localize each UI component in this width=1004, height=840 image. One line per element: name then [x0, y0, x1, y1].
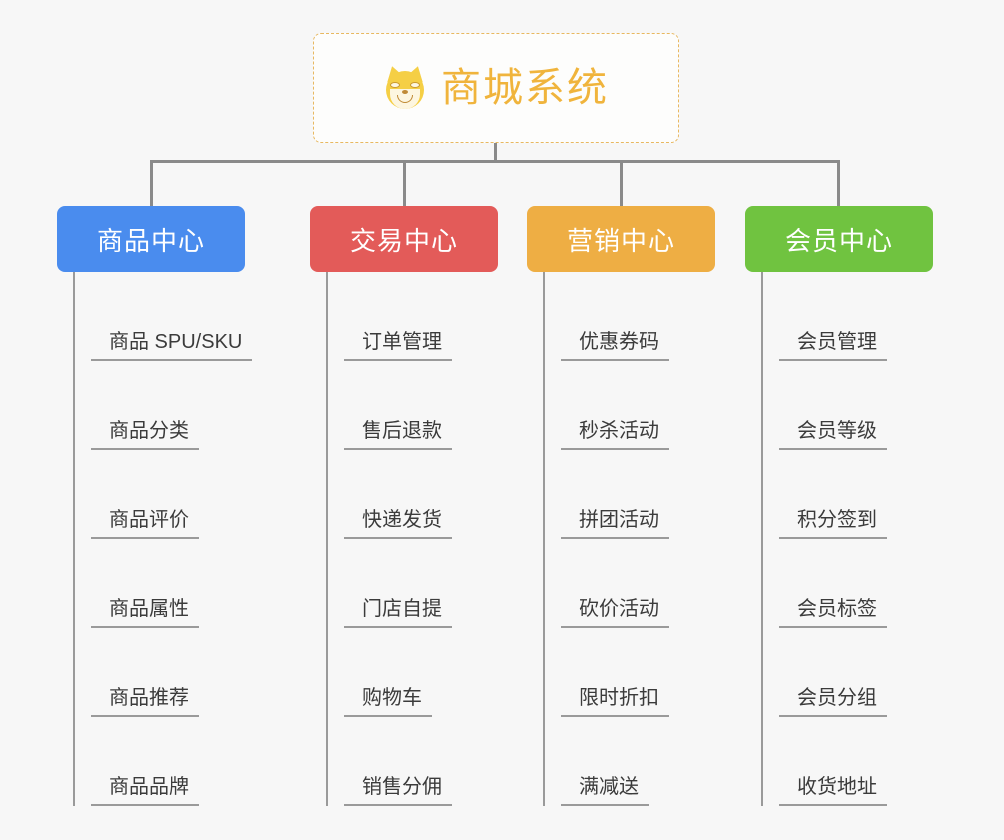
leaf-label: 订单管理: [344, 330, 452, 361]
leaf-item[interactable]: 满减送: [561, 717, 715, 806]
leaf-item[interactable]: 商品推荐: [91, 628, 245, 717]
leaf-item[interactable]: 砍价活动: [561, 539, 715, 628]
category-box-trade-center[interactable]: 交易中心: [310, 206, 498, 272]
leaf-stack-trade-center: 订单管理 售后退款 快递发货 门店自提 购物车 销售分佣: [326, 272, 498, 806]
leaf-item[interactable]: 优惠券码: [561, 272, 715, 361]
leaf-label: 拼团活动: [561, 508, 669, 539]
leaf-item[interactable]: 会员分组: [779, 628, 933, 717]
category-label: 商品中心: [96, 225, 205, 256]
leaf-item[interactable]: 订单管理: [344, 272, 498, 361]
leaf-stack-product-center: 商品 SPU/SKU 商品分类 商品评价 商品属性 商品推荐 商品品牌: [73, 272, 253, 806]
leaf-item[interactable]: 门店自提: [344, 539, 498, 628]
category-label: 交易中心: [349, 225, 458, 256]
leaf-label: 会员分组: [779, 686, 887, 717]
leaf-label: 收货地址: [779, 775, 887, 806]
leaf-label: 会员管理: [779, 330, 887, 361]
leaf-label: 会员等级: [779, 419, 887, 450]
leaf-label: 优惠券码: [561, 330, 669, 361]
branch-marketing-center: 营销中心 优惠券码 秒杀活动 拼团活动 砍价活动 限时折扣 满减送: [527, 206, 715, 806]
leaf-item[interactable]: 销售分佣: [344, 717, 498, 806]
leaf-label: 满减送: [561, 775, 649, 806]
leaf-item[interactable]: 购物车: [344, 628, 498, 717]
leaf-label: 门店自提: [344, 597, 452, 628]
leaf-item[interactable]: 会员标签: [779, 539, 933, 628]
root-title: 商城系统: [441, 66, 609, 110]
leaf-label: 销售分佣: [344, 775, 452, 806]
branch-drop-connector-1: [150, 160, 153, 206]
category-box-marketing-center[interactable]: 营销中心: [527, 206, 715, 272]
leaf-label: 商品评价: [91, 508, 199, 539]
leaf-item[interactable]: 限时折扣: [561, 628, 715, 717]
leaf-stack-marketing-center: 优惠券码 秒杀活动 拼团活动 砍价活动 限时折扣 满减送: [543, 272, 715, 806]
leaf-label: 快递发货: [344, 508, 452, 539]
leaf-stack-member-center: 会员管理 会员等级 积分签到 会员标签 会员分组 收货地址: [761, 272, 933, 806]
leaf-label: 商品属性: [91, 597, 199, 628]
leaf-label: 秒杀活动: [561, 419, 669, 450]
leaf-label: 限时折扣: [561, 686, 669, 717]
branch-drop-connector-3: [620, 160, 623, 206]
leaf-item[interactable]: 商品 SPU/SKU: [91, 272, 253, 361]
leaf-label: 积分签到: [779, 508, 887, 539]
leaf-label: 砍价活动: [561, 597, 669, 628]
leaf-item[interactable]: 会员等级: [779, 361, 933, 450]
leaf-label: 商品 SPU/SKU: [91, 330, 253, 361]
leaf-item[interactable]: 商品品牌: [91, 717, 245, 806]
leaf-label: 商品品牌: [91, 775, 199, 806]
leaf-item[interactable]: 积分签到: [779, 450, 933, 539]
leaf-item[interactable]: 收货地址: [779, 717, 933, 806]
leaf-item[interactable]: 商品属性: [91, 539, 245, 628]
leaf-item[interactable]: 秒杀活动: [561, 361, 715, 450]
leaf-label: 售后退款: [344, 419, 452, 450]
category-label: 会员中心: [784, 225, 893, 256]
branch-member-center: 会员中心 会员管理 会员等级 积分签到 会员标签 会员分组 收货地址: [745, 206, 933, 806]
leaf-label: 商品分类: [91, 419, 199, 450]
leaf-item[interactable]: 商品评价: [91, 450, 245, 539]
category-box-member-center[interactable]: 会员中心: [745, 206, 933, 272]
leaf-item[interactable]: 快递发货: [344, 450, 498, 539]
branch-bus-connector: [150, 160, 840, 163]
leaf-label: 购物车: [344, 686, 432, 717]
leaf-label: 会员标签: [779, 597, 887, 628]
leaf-item[interactable]: 会员管理: [779, 272, 933, 361]
leaf-item[interactable]: 拼团活动: [561, 450, 715, 539]
root-node[interactable]: 商城系统: [313, 33, 679, 143]
category-box-product-center[interactable]: 商品中心: [57, 206, 245, 272]
leaf-item[interactable]: 售后退款: [344, 361, 498, 450]
leaf-item[interactable]: 商品分类: [91, 361, 245, 450]
branch-drop-connector-4: [837, 160, 840, 206]
shiba-dog-icon: [383, 63, 427, 111]
category-label: 营销中心: [566, 225, 675, 256]
branch-product-center: 商品中心 商品 SPU/SKU 商品分类 商品评价 商品属性 商品推荐 商品品牌: [57, 206, 253, 806]
leaf-label: 商品推荐: [91, 686, 199, 717]
branch-trade-center: 交易中心 订单管理 售后退款 快递发货 门店自提 购物车 销售分佣: [310, 206, 498, 806]
branch-drop-connector-2: [403, 160, 406, 206]
root-stem-connector: [494, 143, 497, 163]
